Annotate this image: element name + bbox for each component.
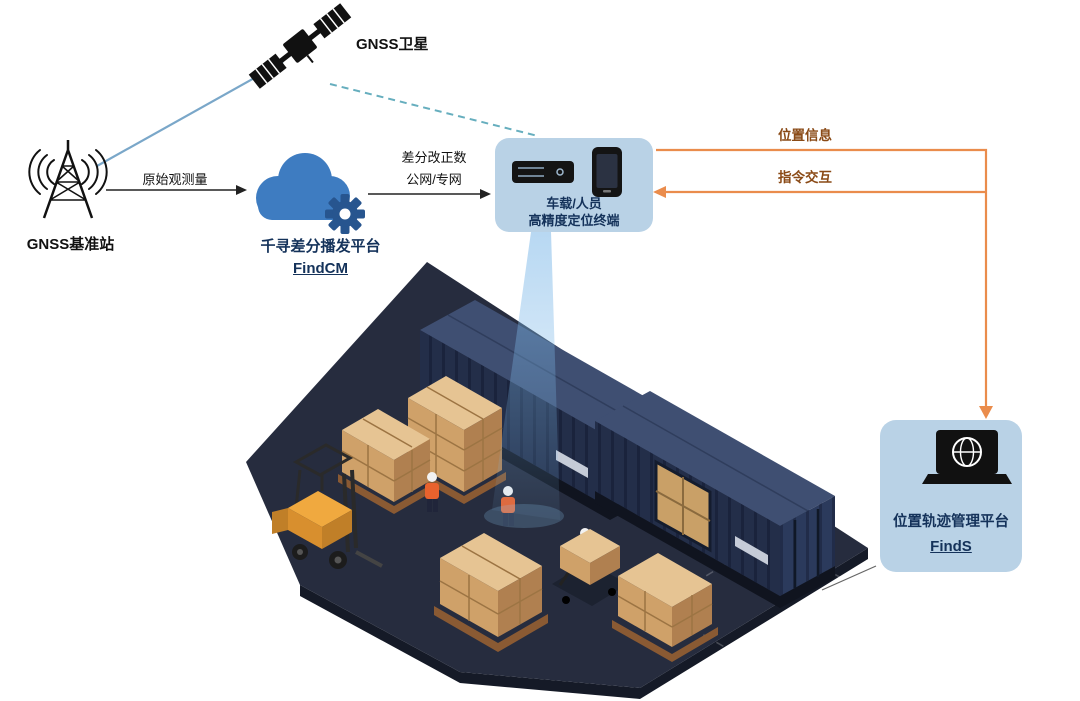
- satellite-label: GNSS卫星: [356, 36, 429, 53]
- satellite-icon: [248, 3, 352, 89]
- command-interaction-line: [653, 186, 986, 198]
- pallet-crates-right: [612, 553, 718, 662]
- radio-tower-icon: [28, 140, 108, 219]
- gear-icon: [325, 194, 365, 234]
- command-interaction-label: 指令交互: [778, 170, 832, 185]
- position-info-line: [656, 148, 993, 419]
- laptop-globe-icon: [922, 430, 1012, 484]
- management-platform-product: FindS: [930, 538, 972, 555]
- forklift-icon: [272, 443, 383, 569]
- correction-label-line2: 公网/专网: [406, 172, 462, 187]
- cloud-platform-name: 千寻差分播发平台: [260, 238, 381, 255]
- pallet-stack-tall: [404, 376, 506, 504]
- position-info-label: 位置信息: [778, 128, 832, 143]
- floor-side: [300, 548, 868, 699]
- correction-arrow: [368, 189, 491, 199]
- beam-landing-glow: [484, 504, 564, 528]
- warehouse-scene-illustration: [246, 232, 868, 699]
- positioning-beam: [492, 232, 560, 520]
- signal-line-base-to-satellite: [96, 61, 284, 167]
- cloud-icon: [256, 153, 350, 220]
- pallet-stack-short: [338, 409, 434, 514]
- correction-label-line1: 差分改正数: [401, 150, 467, 165]
- container-2: [595, 391, 835, 596]
- dashed-line-satellite-to-terminal: [329, 83, 539, 137]
- worker-figure-1: [425, 472, 439, 512]
- pallet-crates-center: [434, 533, 548, 652]
- raw-observation-label: 原始观测量: [142, 172, 208, 187]
- smartphone-icon: [592, 147, 622, 197]
- terminal-label-line2: 高精度定位终端: [528, 213, 620, 228]
- callout-line-scene-to-platform: [821, 565, 877, 591]
- receiver-device-icon: [512, 161, 574, 183]
- cloud-platform-product: FindCM: [293, 260, 348, 277]
- terminal-label-line1: 车载/人员: [546, 196, 602, 211]
- management-platform-name: 位置轨迹管理平台: [893, 514, 1009, 530]
- pallet-jack: [552, 529, 628, 606]
- raw-observation-arrow: [106, 185, 247, 195]
- base-station-label: GNSS基准站: [26, 236, 115, 253]
